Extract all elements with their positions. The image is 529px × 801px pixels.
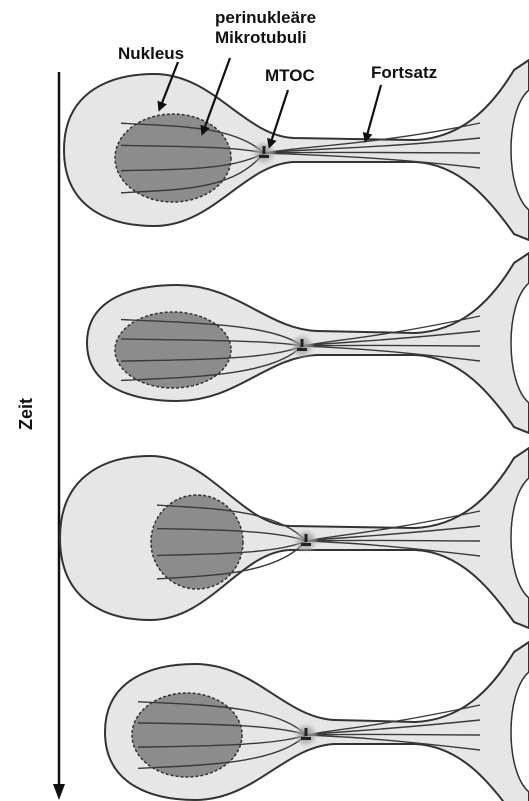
centriole — [259, 155, 269, 158]
centriole — [301, 339, 304, 347]
centriole — [305, 728, 308, 736]
nucleus — [115, 114, 231, 202]
cell-panel-3 — [60, 448, 529, 628]
time-axis-arrowhead — [53, 784, 65, 800]
time-label: Zeit — [16, 398, 37, 430]
process-microtubule — [306, 540, 480, 541]
mtoc-label: MTOC — [265, 66, 315, 85]
nucleus-label: Nukleus — [118, 44, 184, 63]
process-label: Fortsatz — [371, 63, 437, 82]
centriole — [305, 534, 308, 542]
cell-panel-4 — [105, 642, 529, 801]
nucleus — [151, 495, 243, 589]
cell-panel-1 — [64, 60, 529, 240]
centriole — [297, 348, 307, 351]
centriole — [301, 543, 311, 546]
nucleus — [115, 312, 231, 388]
centriole — [263, 146, 266, 154]
cell-panel-2 — [87, 253, 529, 433]
microtubules-label-line2: Mikrotubuli — [215, 28, 307, 47]
process-pointer-arrow — [366, 85, 381, 139]
process-microtubule — [264, 152, 480, 153]
process-microtubule — [306, 734, 480, 735]
process-microtubule — [302, 345, 480, 346]
nucleus — [132, 693, 242, 777]
centriole — [301, 737, 311, 740]
microtubules-label-line1: perinukleäre — [215, 8, 316, 27]
